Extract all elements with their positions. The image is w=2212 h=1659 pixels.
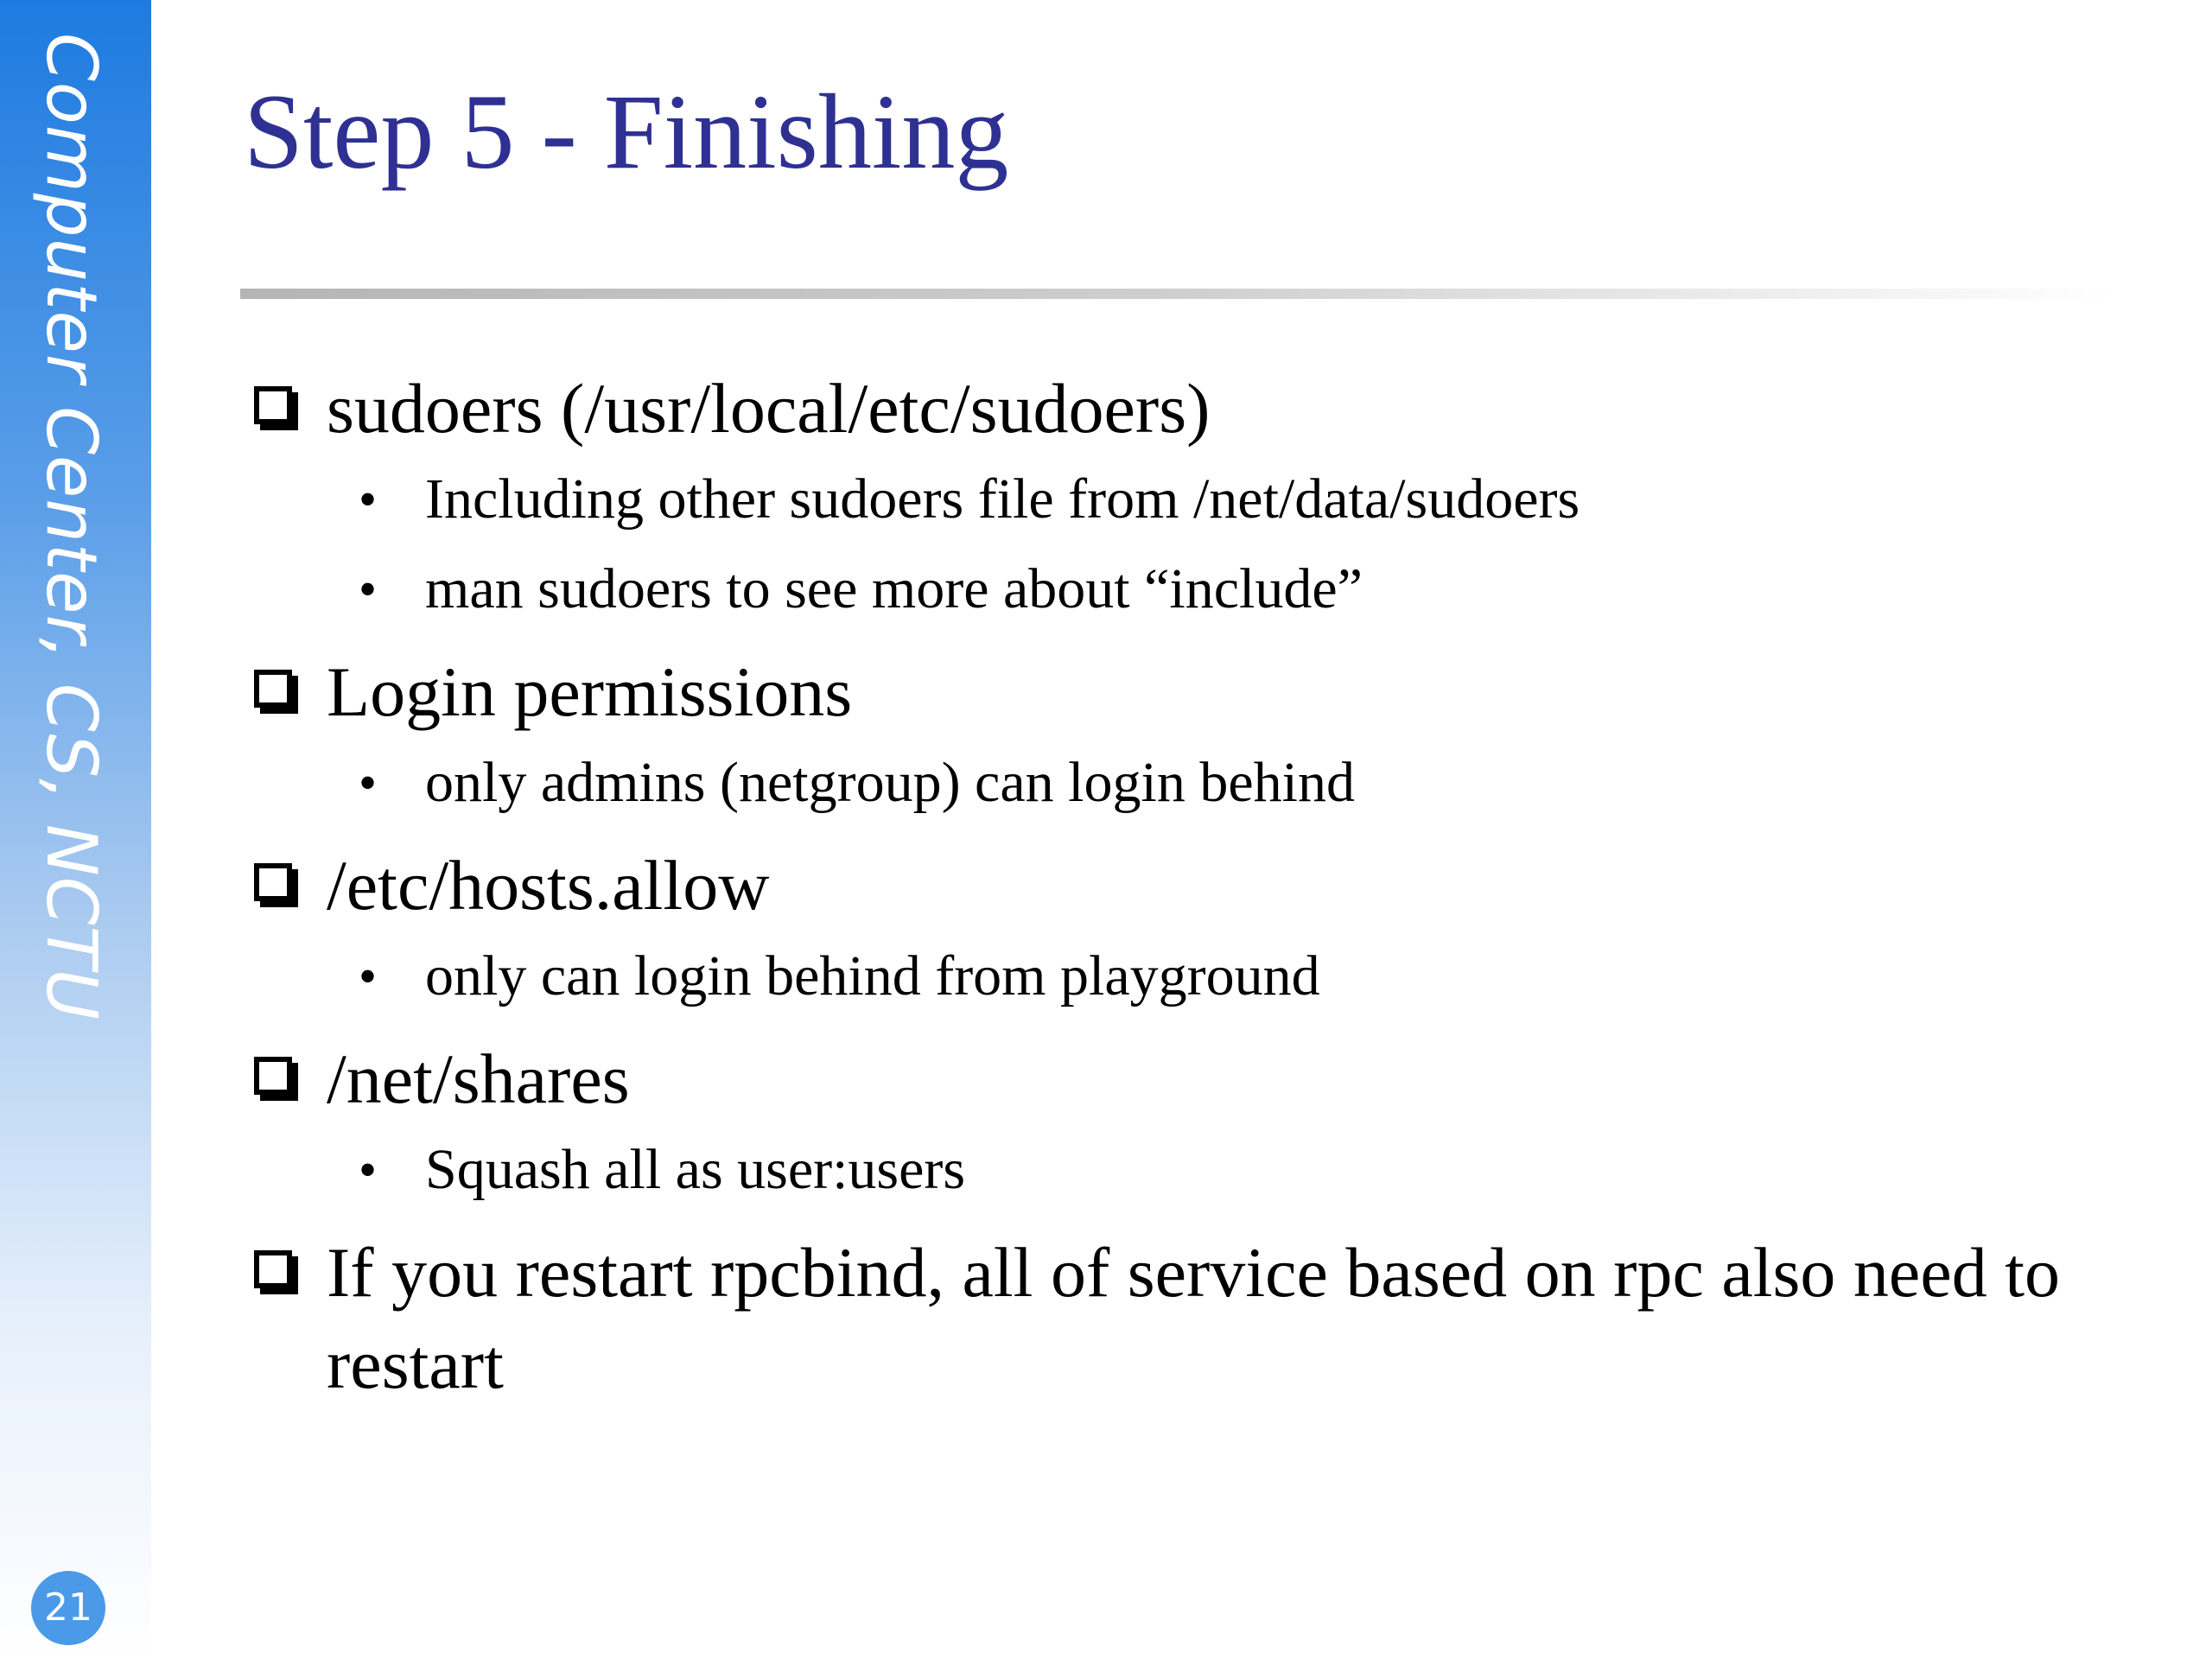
list-item-text: Login permissions — [327, 652, 853, 731]
hollow-box-icon — [254, 670, 292, 708]
sub-list-item-text: only can login behind from playground — [425, 944, 1320, 1007]
bullet-dot-icon: • — [359, 1141, 378, 1198]
sub-list-item: • only can login behind from playground — [244, 931, 2145, 1021]
spacer — [244, 828, 2145, 840]
bullet-dot-icon: • — [359, 754, 378, 811]
sub-list-item: • Including other sudoers file from /net… — [244, 454, 2145, 544]
list-item-text: sudoers (/usr/local/etc/sudoers) — [327, 369, 1211, 448]
list-item: Login permissions — [244, 646, 2145, 738]
spacer — [244, 634, 2145, 646]
sub-list-item: • Squash all as user:users — [244, 1125, 2145, 1215]
hollow-box-icon — [254, 386, 292, 424]
list-item: sudoers (/usr/local/etc/sudoers) — [244, 363, 2145, 454]
hollow-box-icon — [254, 863, 292, 901]
sub-list-item-text: man sudoers to see more about “include” — [425, 557, 1363, 620]
list-item-text: /net/shares — [327, 1039, 630, 1118]
bullet-dot-icon: • — [359, 471, 378, 528]
sidebar-label: Computer Center, CS, NCTU — [31, 33, 111, 1021]
list-item-text: /etc/hosts.allow — [327, 846, 770, 925]
slide-title: Step 5 - Finishing — [244, 73, 1009, 191]
sub-list-item: • only admins (netgroup) can login behin… — [244, 738, 2145, 828]
sub-list-item-text: only admins (netgroup) can login behind — [425, 751, 1355, 814]
sub-list-item: • man sudoers to see more about “include… — [244, 544, 2145, 634]
sidebar-band: Computer Center, CS, NCTU 21 — [0, 0, 151, 1659]
list-item-text: If you restart rpcbind, all of service b… — [327, 1233, 2060, 1403]
page-number-badge: 21 — [31, 1571, 105, 1645]
sub-list-item-text: Squash all as user:users — [425, 1138, 966, 1201]
hollow-box-icon — [254, 1057, 292, 1095]
title-divider — [240, 289, 2115, 299]
bullet-dot-icon: • — [359, 948, 378, 1005]
spacer — [244, 1215, 2145, 1227]
sub-list-item-text: Including other sudoers file from /net/d… — [425, 467, 1580, 531]
bullet-dot-icon: • — [359, 561, 378, 618]
spacer — [244, 1021, 2145, 1033]
list-item: /etc/hosts.allow — [244, 840, 2145, 931]
list-item: If you restart rpcbind, all of service b… — [244, 1227, 2145, 1410]
list-item: /net/shares — [244, 1033, 2145, 1125]
hollow-box-icon — [254, 1250, 292, 1288]
bullet-list: sudoers (/usr/local/etc/sudoers) • Inclu… — [244, 363, 2145, 1410]
